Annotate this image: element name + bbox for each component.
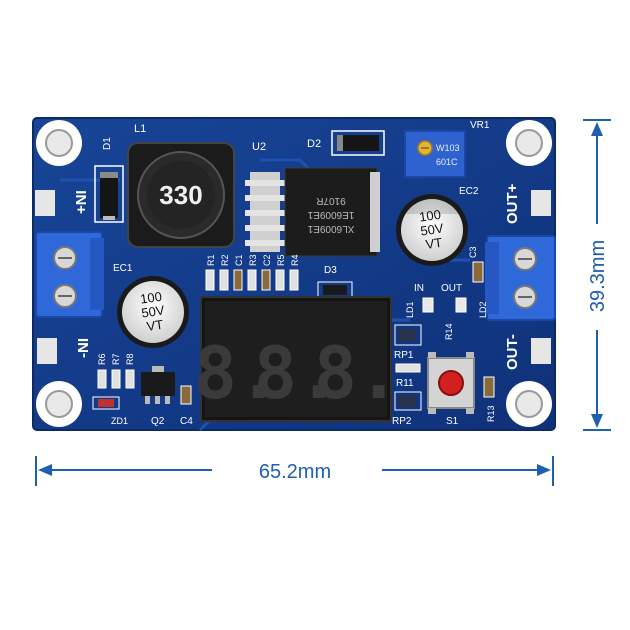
q2-label: Q2	[151, 416, 165, 427]
display-digit-3: 8.	[314, 331, 401, 415]
capacitor-c4	[180, 385, 192, 405]
pot-marking-1: W103	[436, 143, 460, 153]
resistor-r8	[125, 369, 135, 389]
c4-label: C4	[180, 416, 193, 427]
rp2-label: RP2	[392, 416, 412, 427]
output-terminal-block	[485, 235, 556, 321]
mounting-hole-bottom-left	[36, 381, 82, 427]
width-dimension: 65.2mm	[35, 456, 554, 486]
potentiometer-vr1: W103 601C	[404, 130, 466, 178]
height-label: 39.3mm	[587, 240, 609, 312]
capacitor-ec2: 100 50V VT	[396, 194, 468, 266]
seven-segment-display	[200, 296, 392, 422]
ic-u2-xl6009: XL6009E1 1E6009E1 9107R	[245, 167, 380, 257]
ld1-label: LD1	[405, 301, 415, 318]
resistor-label-r3: R3	[248, 254, 258, 266]
zener-zd1	[92, 396, 120, 410]
output-plus-label: OUT+	[504, 183, 521, 224]
vr1-label: VR1	[470, 120, 490, 131]
resistor-r11	[395, 363, 421, 373]
input-terminal-block	[35, 231, 104, 318]
r6-label: R6	[97, 353, 107, 365]
resistor-pack-rp2	[394, 391, 422, 411]
r7-label: R7	[111, 353, 121, 365]
resistor-pack-rp1	[394, 324, 422, 346]
output-minus-label: OUT-	[504, 334, 521, 370]
out-led-label: OUT	[441, 283, 462, 294]
ec1-series: VT	[146, 317, 165, 334]
solder-pad-in-plus	[35, 190, 55, 216]
diode-d2	[331, 130, 385, 156]
r8-label: R8	[125, 353, 135, 365]
r11-label: R11	[396, 378, 414, 389]
led-in	[422, 297, 434, 313]
rp1-label: RP1	[394, 350, 414, 361]
resistor-r13	[483, 376, 495, 398]
resistor-label-c2: C2	[262, 254, 272, 266]
resistor-label-r2: R2	[220, 254, 230, 266]
r13-label: R13	[486, 405, 496, 422]
ec1-rating: 50V	[140, 302, 165, 320]
display-digit-2: 8.	[254, 331, 341, 415]
l1-label: L1	[134, 123, 146, 135]
ic-marking-1: XL6009E1	[307, 223, 354, 234]
mounting-hole-top-left	[36, 120, 82, 166]
ec1-label: EC1	[113, 263, 133, 274]
resistor-label-c1: C1	[234, 254, 244, 266]
pot-marking-2: 601C	[436, 157, 458, 167]
r14-label: R14	[444, 323, 454, 340]
led-out	[455, 297, 467, 313]
display-digit-1: 8.	[194, 331, 281, 415]
ec1-voltage: 100	[139, 289, 163, 307]
ic-marking-2: 1E6009E1	[307, 209, 354, 220]
zd1-label: ZD1	[111, 416, 128, 426]
solder-pad-out-plus	[531, 190, 551, 216]
ec2-series: VT	[425, 235, 444, 252]
u2-label: U2	[252, 141, 266, 153]
s1-label: S1	[446, 416, 459, 427]
c3-label: C3	[468, 246, 478, 258]
push-button-s1[interactable]	[427, 352, 475, 414]
transistor-q2	[141, 366, 175, 404]
diode-d1	[94, 165, 124, 223]
resistor-label-r1: R1	[206, 254, 216, 266]
height-dimension: 39.3mm	[583, 119, 611, 431]
ld2-label: LD2	[478, 301, 488, 318]
inductor-l1: 330	[127, 142, 235, 248]
resistor-labels: R1 R2 C1 R3 C2 R5 R4	[206, 254, 300, 266]
d3-label: D3	[324, 265, 337, 276]
input-plus-label: +NI	[73, 190, 90, 214]
capacitor-ec1: 100 50V VT	[117, 276, 189, 348]
solder-pad-out-minus	[531, 338, 551, 364]
inductor-value: 330	[159, 180, 202, 210]
resistor-label-r5: R5	[276, 254, 286, 266]
resistor-label-r4: R4	[290, 254, 300, 266]
ic-marking-3: 9107R	[316, 195, 345, 206]
resistor-row	[205, 269, 299, 291]
capacitor-c3	[472, 261, 484, 283]
width-label: 65.2mm	[259, 461, 331, 483]
resistor-r6	[97, 369, 107, 389]
mounting-hole-top-right	[506, 120, 552, 166]
ec2-voltage: 100	[418, 207, 442, 225]
d2-label: D2	[307, 138, 321, 150]
mounting-hole-bottom-right	[506, 381, 552, 427]
in-led-label: IN	[414, 283, 424, 294]
ec2-label: EC2	[459, 186, 479, 197]
solder-pad-in-minus	[37, 338, 57, 364]
ec2-rating: 50V	[419, 220, 444, 238]
resistor-r7	[111, 369, 121, 389]
d1-label: D1	[102, 137, 113, 150]
input-minus-label: -NI	[75, 338, 92, 358]
